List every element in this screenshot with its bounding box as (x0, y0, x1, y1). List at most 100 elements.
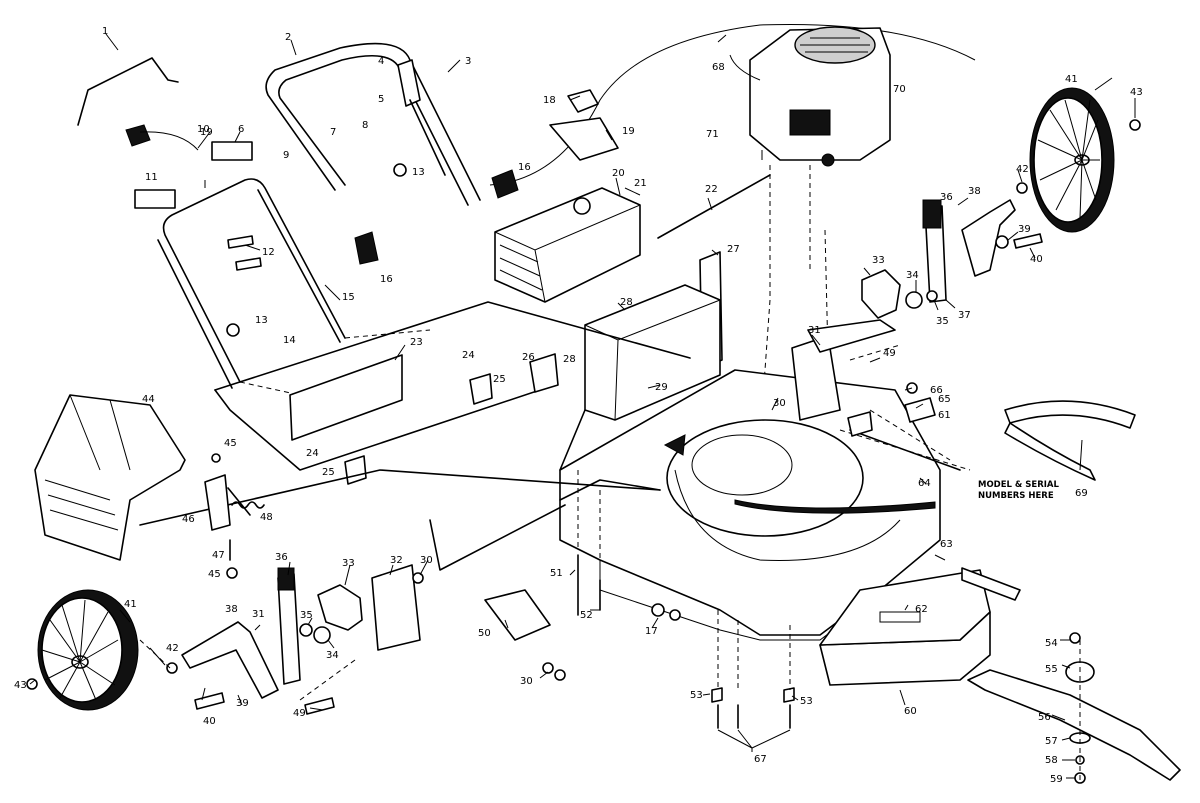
bolt-40-right (1013, 233, 1043, 249)
callout-12: 12 (262, 247, 275, 258)
callout-41a: 41 (1065, 74, 1078, 85)
callout-10: 10 (197, 124, 210, 135)
callout-36a: 36 (940, 192, 953, 203)
deck-skirt (674, 469, 901, 561)
callout-24b: 24 (306, 448, 319, 459)
warning-label-9 (211, 141, 253, 161)
bushing-35-left (299, 623, 313, 637)
control-box (125, 124, 151, 147)
height-arm-38-right (961, 199, 1016, 277)
callout-4: 4 (378, 56, 384, 67)
deck-bracket-face (584, 299, 721, 421)
callout-44: 44 (142, 394, 155, 405)
callout-50: 50 (478, 628, 491, 639)
nut-30-bottom (542, 662, 554, 674)
callout-45a: 45 (224, 438, 237, 449)
wheel-bolt-43-right (1129, 119, 1141, 131)
callout-16b: 16 (380, 274, 393, 285)
deck-front-lip (879, 539, 941, 591)
callout-51: 51 (550, 568, 563, 579)
knob-13-a (393, 163, 407, 177)
left-wheel-assembly (26, 564, 424, 715)
callout-46: 46 (182, 514, 195, 525)
callout-18: 18 (543, 95, 556, 106)
callout-47: 47 (212, 550, 225, 561)
center-arrow (663, 434, 686, 456)
callout-30a: 30 (773, 398, 786, 409)
lever-grip-36-left (277, 567, 295, 591)
callout-49b: 49 (293, 708, 306, 719)
callout-23: 23 (410, 337, 423, 348)
shield-frame (214, 301, 691, 391)
callout-42a: 42 (1016, 164, 1029, 175)
spring-48 (231, 501, 265, 509)
handle-bolt (227, 235, 254, 249)
serial-pointer (734, 499, 936, 514)
model-serial-note-line1: MODEL & SERIAL (978, 480, 1060, 490)
callout-24a: 24 (462, 350, 475, 361)
engine-recess (789, 109, 831, 136)
callout-45b: 45 (208, 569, 221, 580)
callout-43a: 43 (1130, 87, 1143, 98)
callout-64: 64 (918, 478, 931, 489)
callout-13b: 13 (255, 315, 268, 326)
nut-17 (651, 603, 665, 617)
deck-dome (666, 419, 864, 537)
callout-70: 70 (893, 84, 906, 95)
shield-23 (289, 354, 403, 441)
engine-cable (729, 54, 761, 81)
callout-35a: 35 (936, 316, 949, 327)
callout-43b: 43 (14, 680, 27, 691)
fuel-tank-ribs (499, 244, 543, 291)
callout-68: 68 (712, 62, 725, 73)
lower-handle (162, 178, 346, 383)
strip-69-tail (1004, 422, 1096, 481)
callout-53b: 53 (800, 696, 813, 707)
callout-38a: 38 (968, 186, 981, 197)
deck-housing (139, 369, 941, 641)
zone-lever (397, 59, 421, 107)
upper-handle-inner (278, 54, 469, 206)
shield-frame-2 (214, 384, 556, 471)
knob-13-b (226, 323, 240, 337)
spacer-34-right (905, 291, 923, 309)
rear-cover-grille (44, 479, 119, 531)
right-wheel-rim (1033, 97, 1103, 223)
callout-28a: 28 (620, 297, 633, 308)
callout-60: 60 (904, 706, 917, 717)
callout-33a: 33 (872, 255, 885, 266)
callout-53a: 53 (690, 690, 703, 701)
bail-rod (77, 57, 179, 126)
bracket-19 (549, 117, 619, 161)
callout-40b: 40 (203, 716, 216, 727)
bracket-25-b (344, 455, 367, 485)
lever-grip-36-right (922, 199, 942, 229)
left-wheel-spokes (41, 599, 119, 701)
callout-55: 55 (1045, 664, 1058, 675)
washer-42-left (166, 662, 178, 674)
bolt-54 (1069, 632, 1081, 644)
callout-57: 57 (1045, 736, 1058, 747)
callout-34a: 34 (906, 270, 919, 281)
cable-clip-2 (354, 231, 379, 265)
blade-assembly (819, 400, 1181, 784)
callout-3: 3 (465, 56, 471, 67)
gear-33-left (317, 584, 363, 631)
lower-handle-inner (157, 189, 341, 389)
right-link-lines (839, 344, 971, 471)
callout-5: 5 (378, 94, 384, 105)
callout-39b: 39 (236, 698, 249, 709)
nut-30-bottom-b (554, 669, 566, 681)
callout-25a: 25 (493, 374, 506, 385)
callout-29: 29 (655, 382, 668, 393)
callout-37: 37 (958, 310, 971, 321)
callout-52: 52 (580, 610, 593, 621)
screw-45-b (226, 567, 238, 579)
fuel-cap (573, 197, 591, 215)
deck-side (559, 539, 881, 641)
bolt-53-a (711, 687, 723, 703)
callout-39a: 39 (1018, 224, 1031, 235)
model-serial-note-line2: NUMBERS HERE (978, 491, 1054, 501)
callout-17: 17 (645, 626, 658, 637)
